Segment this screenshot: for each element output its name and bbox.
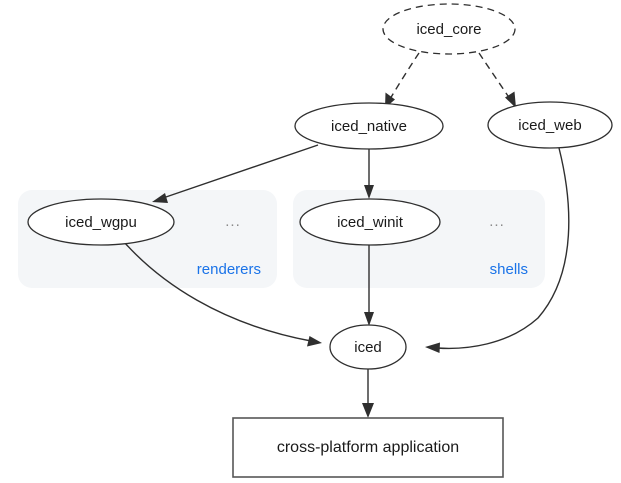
edge-iced-core-to-iced-web-arrowhead (505, 91, 516, 108)
edge-iced-native-to-iced-wgpu (152, 144, 319, 203)
edge-iced-wgpu-to-iced-arrowhead (307, 336, 322, 347)
node-iced-native-shape[interactable] (294, 102, 444, 150)
edge-iced-core-to-iced-native (385, 52, 420, 108)
cluster-renderers-ellipsis: ... (225, 213, 241, 230)
cluster-renderers-label: renderers (197, 261, 261, 278)
node-iced-core-shape[interactable] (382, 3, 516, 55)
node-iced-web[interactable]: iced_web (487, 101, 613, 149)
edge-iced-native-to-iced-winit-arrowhead (364, 185, 374, 199)
edge-iced-core-to-iced-native-line (389, 52, 420, 100)
edge-iced-wgpu-to-iced-line (123, 241, 312, 342)
node-application[interactable]: cross-platform application (232, 417, 504, 478)
node-iced-wgpu-label: iced_wgpu (65, 214, 137, 231)
node-iced-web-label: iced_web (518, 117, 581, 134)
edge-iced-web-to-iced-arrowhead (425, 342, 440, 353)
node-iced[interactable]: iced (329, 324, 407, 370)
node-iced-label: iced (354, 339, 382, 356)
node-iced-shape[interactable] (329, 324, 407, 370)
cluster-shells-label: shells (490, 261, 528, 278)
cluster-shells-ellipsis: ... (489, 213, 505, 230)
edge-iced-core-to-iced-web (478, 52, 516, 108)
edge-iced-native-to-iced-winit (364, 149, 374, 199)
edge-iced-native-to-iced-wgpu-line (162, 144, 319, 199)
edge-iced-native-to-iced-wgpu-arrowhead (152, 193, 168, 203)
edge-iced-web-to-iced (425, 147, 570, 353)
edge-iced-winit-to-iced (364, 245, 374, 326)
node-iced-web-shape[interactable] (487, 101, 613, 149)
node-application-label: cross-platform application (277, 439, 459, 456)
edge-iced-wgpu-to-iced (123, 241, 322, 347)
node-iced-core[interactable]: iced_core (382, 3, 516, 55)
node-iced-native-label: iced_native (331, 118, 407, 135)
node-iced-winit[interactable]: iced_winit (299, 198, 441, 246)
edge-iced-web-to-iced-line (436, 147, 570, 350)
node-iced-native[interactable]: iced_native (294, 102, 444, 150)
edge-iced-core-to-iced-web-line (478, 52, 511, 100)
node-iced-winit-shape[interactable] (299, 198, 441, 246)
edge-iced-winit-to-iced-arrowhead (364, 312, 374, 326)
node-iced-core-label: iced_core (416, 21, 481, 38)
node-application-shape[interactable] (232, 417, 504, 478)
node-iced-winit-label: iced_winit (337, 214, 404, 231)
node-iced-wgpu-shape[interactable] (27, 198, 175, 246)
edge-iced-to-application-arrowhead (362, 403, 374, 418)
node-iced-wgpu[interactable]: iced_wgpu (27, 198, 175, 246)
edge-iced-to-application (362, 369, 374, 418)
